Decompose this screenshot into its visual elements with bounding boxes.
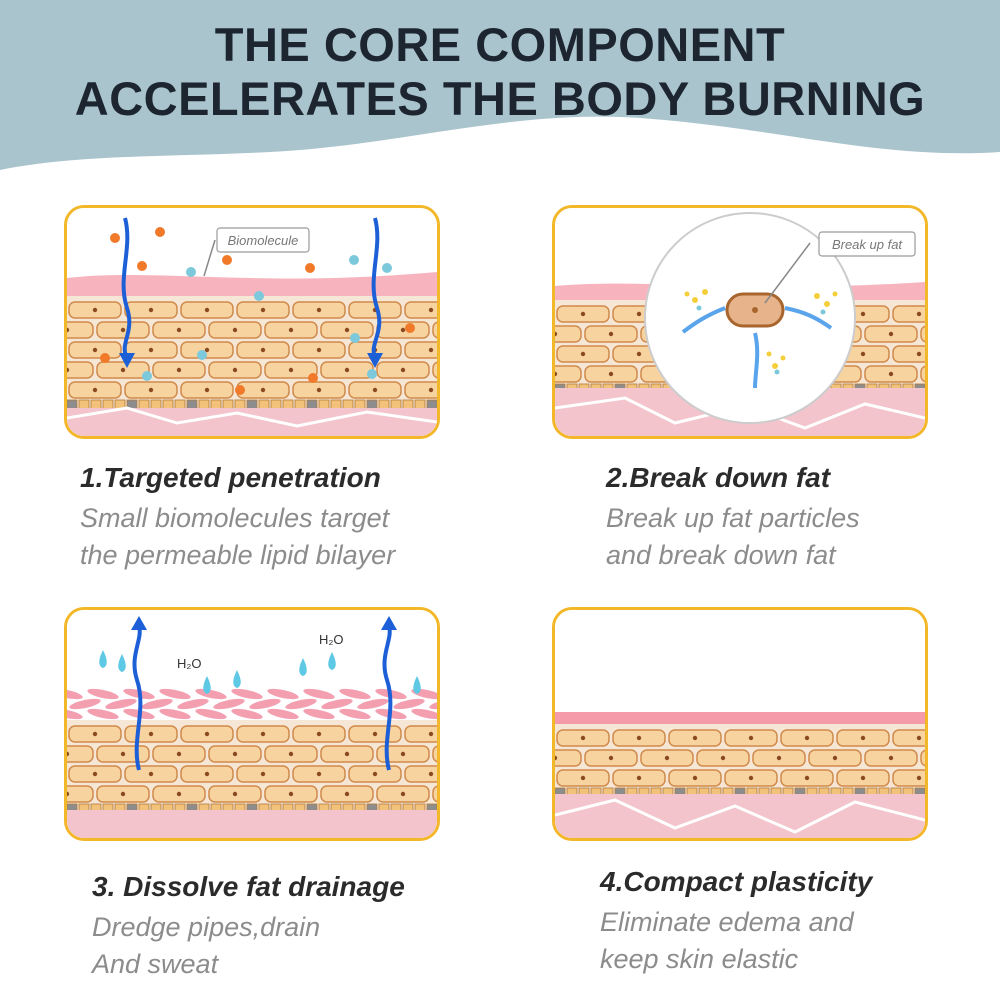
caption-2-desc: Break up fat particles and break down fa… [606,500,1000,574]
panel-break-down-fat: Break up fat [552,205,928,439]
caption-1-line-1: Small biomolecules target [80,503,390,533]
up-arrow-icon [132,625,393,771]
biomolecule-dots [100,227,415,395]
caption-2-line-2: and break down fat [606,540,836,570]
caption-3: 3. Dissolve fat drainage Dredge pipes,dr… [92,871,512,983]
caption-2-title: 2.Break down fat [606,462,831,493]
panel-compact-plasticity [552,607,928,841]
caption-2: 2.Break down fat Break up fat particles … [606,462,1000,574]
caption-3-line-1: Dredge pipes,drain [92,912,321,942]
caption-4: 4.Compact plasticity Eliminate edema and… [600,866,1000,978]
magnifier-circle-icon [644,212,856,424]
caption-1-title: 1.Targeted penetration [80,462,381,493]
caption-3-line-2: And sweat [92,949,219,979]
water-drop-icon [99,650,421,694]
skin-illustration-4 [555,610,925,838]
break-up-fat-callout: Break up fat [832,237,903,252]
caption-1-line-2: the permeable lipid bilayer [80,540,396,570]
panel-dissolve-fat-drainage: H₂O H₂O [64,607,440,841]
skin-illustration-1: Biomolecule [67,208,437,436]
page-title: THE CORE COMPONENT ACCELERATES THE BODY … [0,18,1000,126]
caption-4-desc: Eliminate edema and keep skin elastic [600,904,1000,978]
caption-3-desc: Dredge pipes,drain And sweat [92,909,512,983]
h2o-label-right: H₂O [319,632,344,647]
title-line-2: ACCELERATES THE BODY BURNING [74,72,926,125]
skin-illustration-3: H₂O H₂O [67,610,437,838]
panel-targeted-penetration: Biomolecule [64,205,440,439]
caption-1-desc: Small biomolecules target the permeable … [80,500,500,574]
caption-4-line-2: keep skin elastic [600,944,799,974]
header-wave-background [0,0,1000,170]
down-arrow-icon [121,217,382,359]
h2o-label-left: H₂O [177,656,202,671]
caption-2-line-1: Break up fat particles [606,503,860,533]
skin-illustration-2: Break up fat [555,208,925,436]
caption-3-title: 3. Dissolve fat drainage [92,871,405,902]
caption-4-line-1: Eliminate edema and [600,907,854,937]
caption-4-title: 4.Compact plasticity [600,866,873,897]
caption-1: 1.Targeted penetration Small biomolecule… [80,462,500,574]
biomolecule-callout: Biomolecule [228,233,299,248]
title-line-1: THE CORE COMPONENT [214,18,786,71]
